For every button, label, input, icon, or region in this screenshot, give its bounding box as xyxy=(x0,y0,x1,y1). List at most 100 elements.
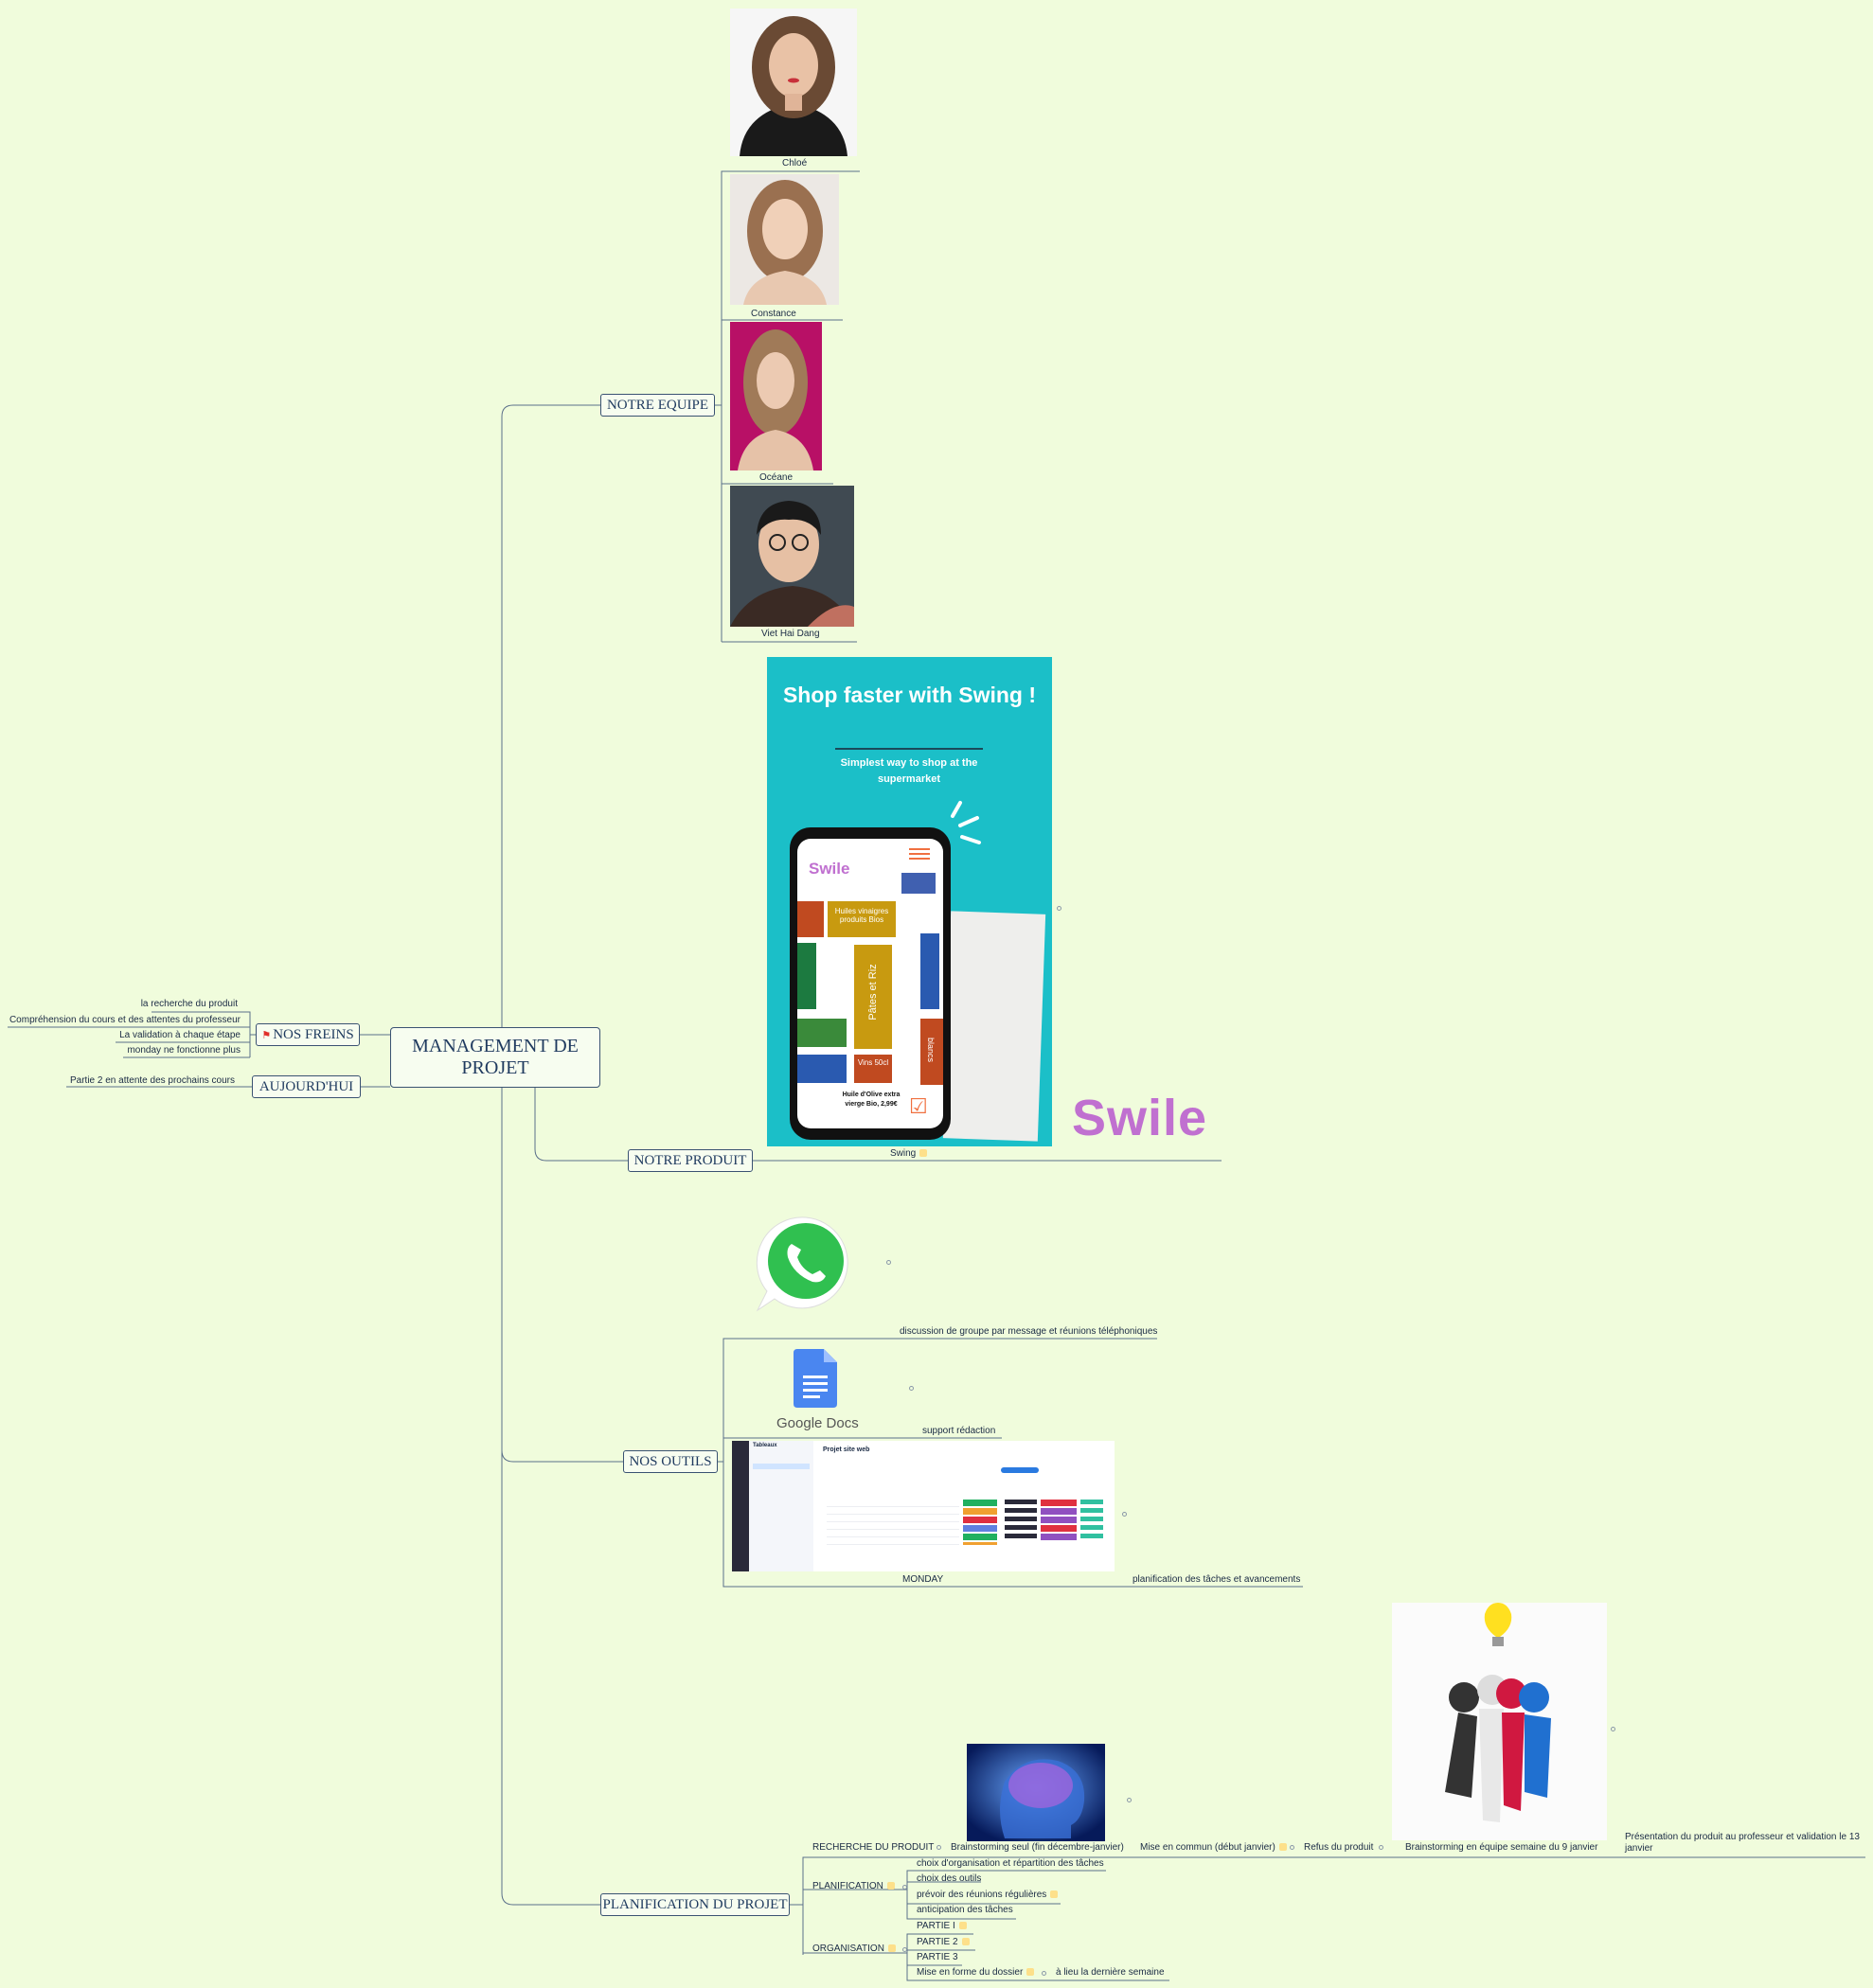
collapse-dot-recherche[interactable] xyxy=(936,1845,941,1850)
central-title-line1: MANAGEMENT DE xyxy=(412,1036,579,1056)
product-label-text: Swing xyxy=(890,1148,917,1159)
org-partie-1-text: PARTIE I xyxy=(917,1921,955,1931)
photo-oceane xyxy=(730,322,822,470)
tool-monday-desc: planification des tâches et avancements xyxy=(1133,1574,1301,1585)
planif-item-organisation: choix d'organisation et répartition des … xyxy=(917,1858,1104,1869)
monday-progress-column xyxy=(1080,1500,1103,1541)
note-tag-icon xyxy=(961,1938,970,1946)
branch-nos-freins-label: NOS FREINS xyxy=(273,1026,354,1042)
note-tag-icon xyxy=(887,1944,896,1953)
collapse-dot-mise-en-forme[interactable] xyxy=(1042,1971,1046,1976)
phone-block-blue2 xyxy=(920,933,939,1009)
collapse-dot-organisation[interactable] xyxy=(902,1947,907,1952)
note-tag-icon xyxy=(958,1922,967,1930)
branch-aujourdhui[interactable]: AUJOURD'HUI xyxy=(252,1075,361,1098)
product-ad-grid-paper xyxy=(942,911,1046,1142)
collapse-dot-planification[interactable] xyxy=(902,1885,907,1890)
planif-organisation-text: ORGANISATION xyxy=(812,1944,884,1954)
tool-monday-label: MONDAY xyxy=(902,1574,944,1585)
frein-recherche-produit: la recherche du produit xyxy=(140,999,238,1009)
team-name-oceane: Océane xyxy=(759,472,794,483)
planif-planification: PLANIFICATION xyxy=(812,1881,895,1892)
branch-nos-outils[interactable]: NOS OUTILS xyxy=(623,1450,718,1473)
phone-aisle-pates-label: Pâtes et Riz xyxy=(867,964,879,1021)
branch-notre-equipe[interactable]: NOTRE EQUIPE xyxy=(600,394,715,417)
frein-validation: La validation à chaque étape xyxy=(119,1030,241,1040)
planif-mise-commun-text: Mise en commun (début janvier) xyxy=(1140,1842,1275,1853)
photo-viet-hai-dang xyxy=(730,486,854,627)
phone-product-price: Huile d'Olive extra vierge Bio, 2,99€ xyxy=(842,1092,901,1108)
collapse-dot-whatsapp[interactable] xyxy=(886,1260,891,1265)
monday-sidebar-selected xyxy=(753,1464,810,1469)
branch-planification-projet[interactable]: PLANIFICATION DU PROJET xyxy=(600,1893,790,1916)
phone-aisle-huiles: Huiles vinaigres produits Bios xyxy=(828,901,896,937)
flag-icon: ⚑ xyxy=(261,1029,272,1041)
phone-block-green2 xyxy=(797,1019,847,1047)
monday-rows xyxy=(827,1500,959,1545)
photo-constance xyxy=(730,174,839,305)
planif-planification-text: PLANIFICATION xyxy=(812,1881,883,1891)
team-name-constance: Constance xyxy=(751,309,796,319)
monday-board-title: Projet site web xyxy=(823,1447,870,1453)
collapse-dot[interactable] xyxy=(1057,906,1061,911)
checkmark-icon: ☑ xyxy=(909,1094,928,1118)
collapse-dot-monday[interactable] xyxy=(1122,1512,1127,1517)
tool-docs-desc: support rédaction xyxy=(922,1426,996,1436)
phone-block-red xyxy=(797,901,824,937)
planif-brainstorm-seul: Brainstorming seul (fin décembre-janvier… xyxy=(951,1842,1124,1853)
collapse-dot-refus[interactable] xyxy=(1379,1845,1383,1850)
planif-item-reunions: prévoir des réunions régulières xyxy=(917,1890,1059,1901)
monday-date-column xyxy=(1005,1500,1037,1541)
branch-notre-produit[interactable]: NOTRE PRODUIT xyxy=(628,1149,753,1172)
central-title-line2: PROJET xyxy=(461,1057,529,1078)
planif-item-anticipation: anticipation des tâches xyxy=(917,1905,1013,1915)
org-mise-en-forme: Mise en forme du dossier xyxy=(917,1967,1035,1979)
phone-aisle-vins: Vins 50cl xyxy=(854,1055,892,1083)
photo-chloe xyxy=(730,9,857,156)
org-partie-3: PARTIE 3 xyxy=(917,1952,958,1962)
monday-status-column xyxy=(963,1500,997,1545)
monday-priority-column xyxy=(1041,1500,1077,1541)
planif-presentation: Présentation du produit au professeur et… xyxy=(1625,1832,1860,1854)
collapse-dot-docs[interactable] xyxy=(909,1386,914,1391)
collapse-dot-brain[interactable] xyxy=(1127,1798,1132,1802)
frein-comprehension: Compréhension du cours et des attentes d… xyxy=(9,1015,241,1025)
product-ad-image: Shop faster with Swing ! Simplest way to… xyxy=(767,657,1052,1146)
org-partie-2-text: PARTIE 2 xyxy=(917,1937,958,1947)
note-tag-icon xyxy=(1050,1890,1059,1899)
monday-sidebar: Tableaux xyxy=(749,1441,813,1571)
monday-rail xyxy=(732,1441,749,1571)
collapse-dot-mise-commun[interactable] xyxy=(1290,1845,1294,1850)
org-mise-en-forme-text: Mise en forme du dossier xyxy=(917,1967,1024,1978)
note-tag-icon xyxy=(1026,1968,1035,1977)
team-name-chloe: Chloé xyxy=(782,158,808,169)
aujourdhui-partie-2: Partie 2 en attente des prochains cours xyxy=(70,1075,235,1086)
product-label-swing: Swing xyxy=(890,1148,928,1160)
phone-mockup: Swile Huiles vinaigres produits Bios Pât… xyxy=(790,827,951,1140)
product-ad-title: Shop faster with Swing ! xyxy=(782,683,1037,707)
phone-aisle-blancs: blancs xyxy=(920,1019,943,1085)
google-docs-brand: Google Docs xyxy=(776,1415,859,1431)
tool-whatsapp-desc: discussion de groupe par message et réun… xyxy=(900,1326,1158,1337)
planif-recherche: RECHERCHE DU PRODUIT xyxy=(812,1842,935,1853)
phone-block-blue3 xyxy=(797,1055,847,1083)
phone-block-green xyxy=(797,943,816,1009)
planif-organisation: ORGANISATION xyxy=(812,1944,896,1955)
planif-item-reunions-text: prévoir des réunions régulières xyxy=(917,1890,1047,1900)
phone-aisle-blancs-label: blancs xyxy=(926,1037,936,1062)
collapse-dot-team-idea[interactable] xyxy=(1611,1727,1615,1731)
branch-nos-freins[interactable]: ⚑NOS FREINS xyxy=(256,1023,360,1046)
planif-mise-commun: Mise en commun (début janvier) xyxy=(1140,1842,1287,1854)
planif-refus: Refus du produit xyxy=(1304,1842,1374,1853)
team-name-viet-hai-dang: Viet Hai Dang xyxy=(761,629,820,639)
phone-block-blue xyxy=(901,873,936,894)
org-partie-2: PARTIE 2 xyxy=(917,1937,970,1948)
phone-aisle-pates: Pâtes et Riz xyxy=(854,945,892,1049)
note-tag-icon xyxy=(1278,1843,1287,1852)
frein-monday: monday ne fonctionne plus xyxy=(127,1045,241,1056)
org-derniere-semaine: à lieu la dernière semaine xyxy=(1056,1967,1165,1978)
swile-logo: Swile xyxy=(1072,1090,1208,1146)
sparkle-icon xyxy=(951,801,981,844)
